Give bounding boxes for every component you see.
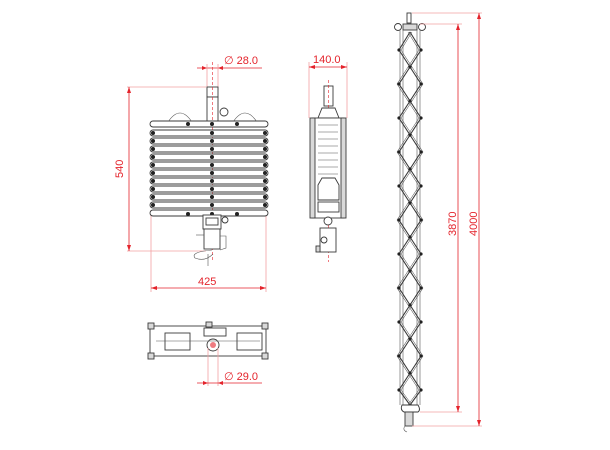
width-140-label: 140.0: [313, 54, 341, 66]
height-540-label: 540: [114, 160, 126, 178]
front-view: ∅ 28.0 540 425: [114, 55, 269, 292]
diameter-29-label: ∅ 29.0: [224, 371, 258, 383]
height-4000-label: 4000: [468, 212, 480, 236]
height-540-dimension: 540: [114, 86, 206, 252]
diameter-28-dimension: ∅ 28.0: [197, 55, 262, 90]
scissor-pivots: [151, 122, 267, 216]
width-425-dimension: 425: [150, 210, 267, 292]
width-425-label: 425: [198, 276, 216, 288]
diameter-28-label: ∅ 28.0: [224, 55, 258, 67]
scissor-bars: [149, 120, 269, 217]
ring-icon: [219, 107, 229, 117]
height-4000-dimension: 4000: [412, 12, 482, 427]
bottom-view: ∅ 29.0: [147, 321, 269, 386]
height-3870-label: 3870: [447, 212, 459, 236]
height-3870-dimension: 3870: [420, 23, 462, 413]
lattice-pivots: [397, 48, 423, 392]
diameter-29-dimension: ∅ 29.0: [197, 348, 262, 386]
scissor-lattice: [396, 31, 424, 406]
side-view: 140.0: [308, 54, 348, 262]
width-140-dimension: 140.0: [308, 54, 348, 118]
extended-view: 3870 4000: [394, 12, 482, 433]
